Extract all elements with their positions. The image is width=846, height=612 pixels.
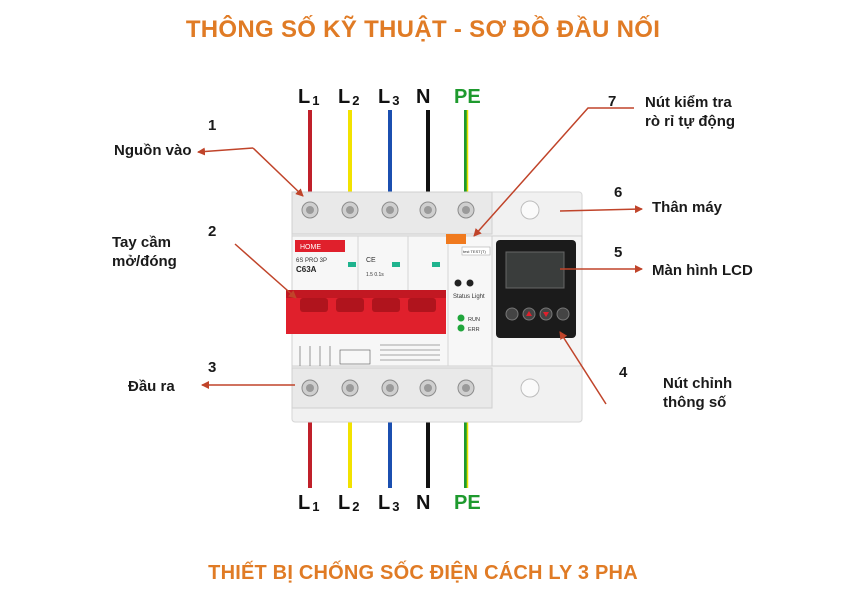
ok-button[interactable]: [556, 307, 570, 321]
arrow-2: [234, 243, 297, 299]
callout-number-4: 4: [619, 364, 628, 381]
terminal-screw-center: [462, 206, 470, 214]
indicator-3: [432, 262, 440, 267]
callout-label-test: Nút kiểm tra rò rỉ tự động: [645, 94, 736, 130]
model-text: 6S PRO 3P: [296, 258, 327, 264]
callout-arrows: [197, 107, 643, 405]
device-title: THIẾT BỊ CHỐNG SỐC ĐIỆN CÁCH LY 3 PHA: [208, 562, 638, 584]
circuit-schematic: [299, 344, 440, 366]
callout-number-3: 3: [208, 359, 217, 376]
test-label: test TEST(T): [463, 249, 486, 254]
err-label: ERR: [468, 327, 480, 333]
terminal-screw-center: [424, 384, 432, 392]
lcd-module: [496, 240, 576, 338]
wire-label-n-top: N: [416, 86, 431, 108]
terminal-screw-center: [386, 384, 394, 392]
wire-label-pe-top: PE: [454, 86, 481, 108]
test-button[interactable]: [446, 234, 466, 244]
terminal-screw-center: [462, 384, 470, 392]
spec-text: 1.5 0.1s: [366, 272, 384, 278]
callout-label-input: Nguồn vào: [114, 142, 192, 159]
arrow-6: [559, 205, 643, 214]
terminal-screw-center: [386, 206, 394, 214]
spare-terminal-top: [520, 200, 540, 220]
callout-number-1: 1: [208, 117, 217, 134]
status-light-label: Status Light: [453, 294, 485, 300]
callout-label-body: Thân máy: [652, 199, 723, 216]
input-wires: [308, 110, 469, 196]
callout-number-2: 2: [208, 223, 217, 240]
spare-terminal-bottom: [520, 378, 540, 398]
callout-number-7: 7: [608, 93, 617, 110]
callout-label-output: Đầu ra: [128, 378, 175, 395]
indicator-1: [348, 262, 356, 267]
callout-label-handle: Tay cầm mở/đóng: [112, 234, 177, 270]
arrow-7: [473, 107, 634, 237]
indicator-2: [392, 262, 400, 267]
callout-number-5: 5: [614, 244, 623, 261]
run-label: RUN: [468, 317, 480, 323]
rating-text: C63A: [296, 265, 317, 274]
terminal-screw-center: [346, 206, 354, 214]
terminal-screw-center: [346, 384, 354, 392]
output-terminals: [301, 379, 475, 397]
callout-label-adjust: Nút chỉnh thông số: [663, 375, 733, 411]
callout-label-lcd: Màn hình LCD: [652, 262, 753, 279]
arrow-4: [559, 331, 607, 405]
wire-label-pe-bottom: PE: [454, 492, 481, 514]
err-led: [457, 324, 465, 332]
status-light-1: [454, 279, 462, 287]
brand-plate: [295, 240, 345, 252]
page-title: THÔNG SỐ KỸ THUẬT - SƠ ĐỒ ĐẦU NỐI: [185, 16, 661, 43]
lcd-screen: [505, 251, 565, 289]
arrow-1: [197, 147, 254, 156]
input-terminals: [301, 201, 475, 219]
ce-mark: CE: [366, 257, 376, 264]
callout-number-6: 6: [614, 184, 623, 201]
wire-label-n-bottom: N: [416, 492, 431, 514]
terminal-screw-center: [306, 206, 314, 214]
run-led: [457, 314, 465, 322]
terminal-screw-center: [306, 384, 314, 392]
set-button[interactable]: [505, 307, 519, 321]
brand-text: HOME: [300, 244, 321, 251]
handle[interactable]: [286, 290, 446, 334]
terminal-screw-center: [424, 206, 432, 214]
status-light-2: [466, 279, 474, 287]
